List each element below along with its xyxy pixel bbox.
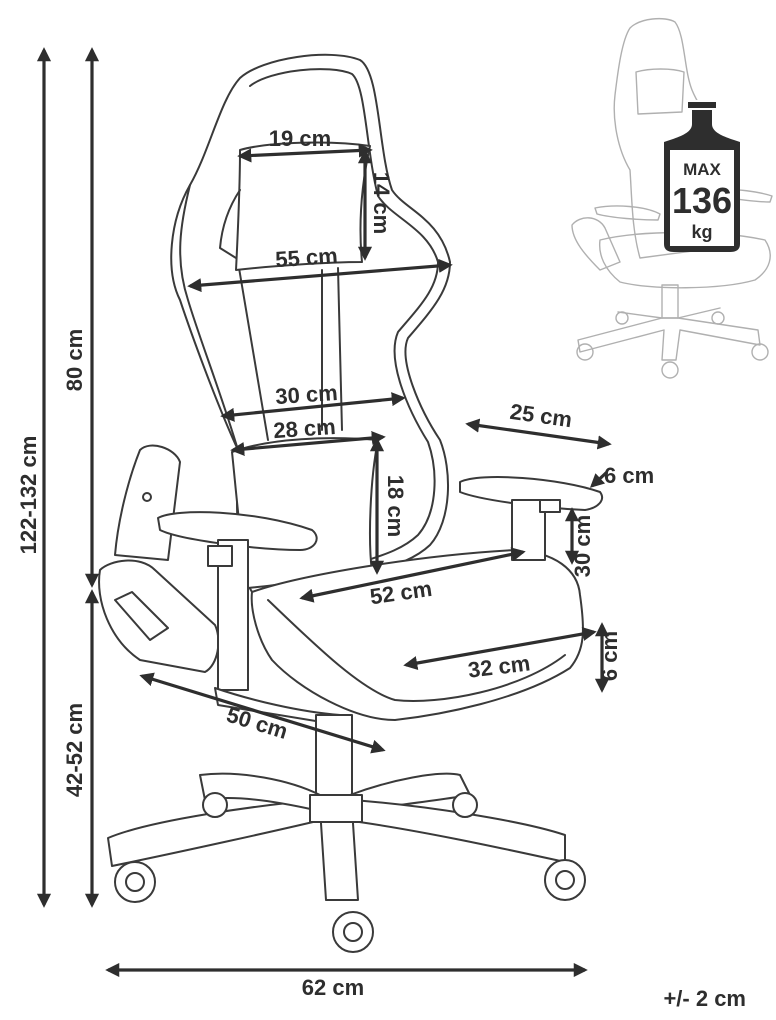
caster-front [332,911,374,953]
chair-illustration [98,53,604,953]
mini-armrest-left [594,205,661,221]
backrest-width-mid-arrow [220,392,406,422]
mini-caster-back-right [711,311,725,325]
armrest-width-label: 6 cm [604,463,654,488]
headrest-width-arrow [237,143,373,163]
caster-back-left [202,792,228,818]
left-armrest-pad [157,511,318,551]
mini-side-lever [571,217,621,271]
backrest-width-top-arrow [187,258,453,293]
mini-column [661,284,679,319]
right-armrest-post [511,499,546,561]
seat-inner-contour [267,599,566,702]
weight-badge-unit: kg [691,222,712,242]
gas-cylinder [315,714,353,801]
left-armrest-button [207,545,233,567]
right-armrest-pad [459,476,604,511]
backrest-height-label: 80 cm [62,329,87,391]
seat-width-arrow [299,547,526,603]
caster-right [544,859,586,901]
armrest-width-arrow [589,470,609,488]
side-panel-screw [142,492,152,502]
armrest-length-label: 25 cm [508,399,573,432]
mini-caster-left [576,343,594,361]
mini-caster-front [661,361,679,379]
backrest-width-mid-label: 30 cm [274,380,338,409]
backrest-width-top-label: 55 cm [274,243,338,272]
headrest-height-label: 14 cm [369,172,394,234]
lumbar-width-arrow [230,430,386,457]
base-hub [309,794,363,823]
seat-thickness-label: 6 cm [597,631,622,681]
mini-caster-right [751,343,769,361]
recline-lever [114,591,169,641]
dimension-labels: 122-132 cm 80 cm 42-52 cm 62 cm 19 cm 14… [16,126,746,1011]
lumbar-height-label: 18 cm [383,475,408,537]
dimension-lines [36,47,612,978]
headrest-width-label: 19 cm [269,126,331,151]
tolerance-note: +/- 2 cm [663,986,746,1011]
lumbar-pillow [231,437,379,589]
caster-back-right [452,792,478,818]
caster-left [114,861,156,903]
backrest-outline [170,53,451,593]
mini-caster-back-left [615,311,629,325]
headrest-pillow-tab [219,189,241,259]
armrest-length-arrow [465,418,612,450]
mini-base-back [617,307,721,319]
side-panel [114,444,181,561]
seat-depth-arrow [403,627,597,670]
chair-depth-arrow [139,672,386,754]
mini-base [577,317,761,361]
weight-badge-value: 136 [672,180,732,221]
weight-badge-prefix: MAX [683,160,721,179]
weight-badge: MAX 136 kg [664,100,740,252]
seat-height-label: 42-52 cm [62,703,87,797]
total-height-label: 122-132 cm [16,436,41,555]
lumbar-width-label: 28 cm [272,414,336,443]
right-armrest-button [539,499,561,513]
mini-headrest [635,68,685,115]
base-width-label: 62 cm [302,975,364,1000]
recline-lever-housing [98,559,220,673]
armrest-height-label: 30 cm [570,515,595,577]
backrest-left-wing [179,184,239,451]
